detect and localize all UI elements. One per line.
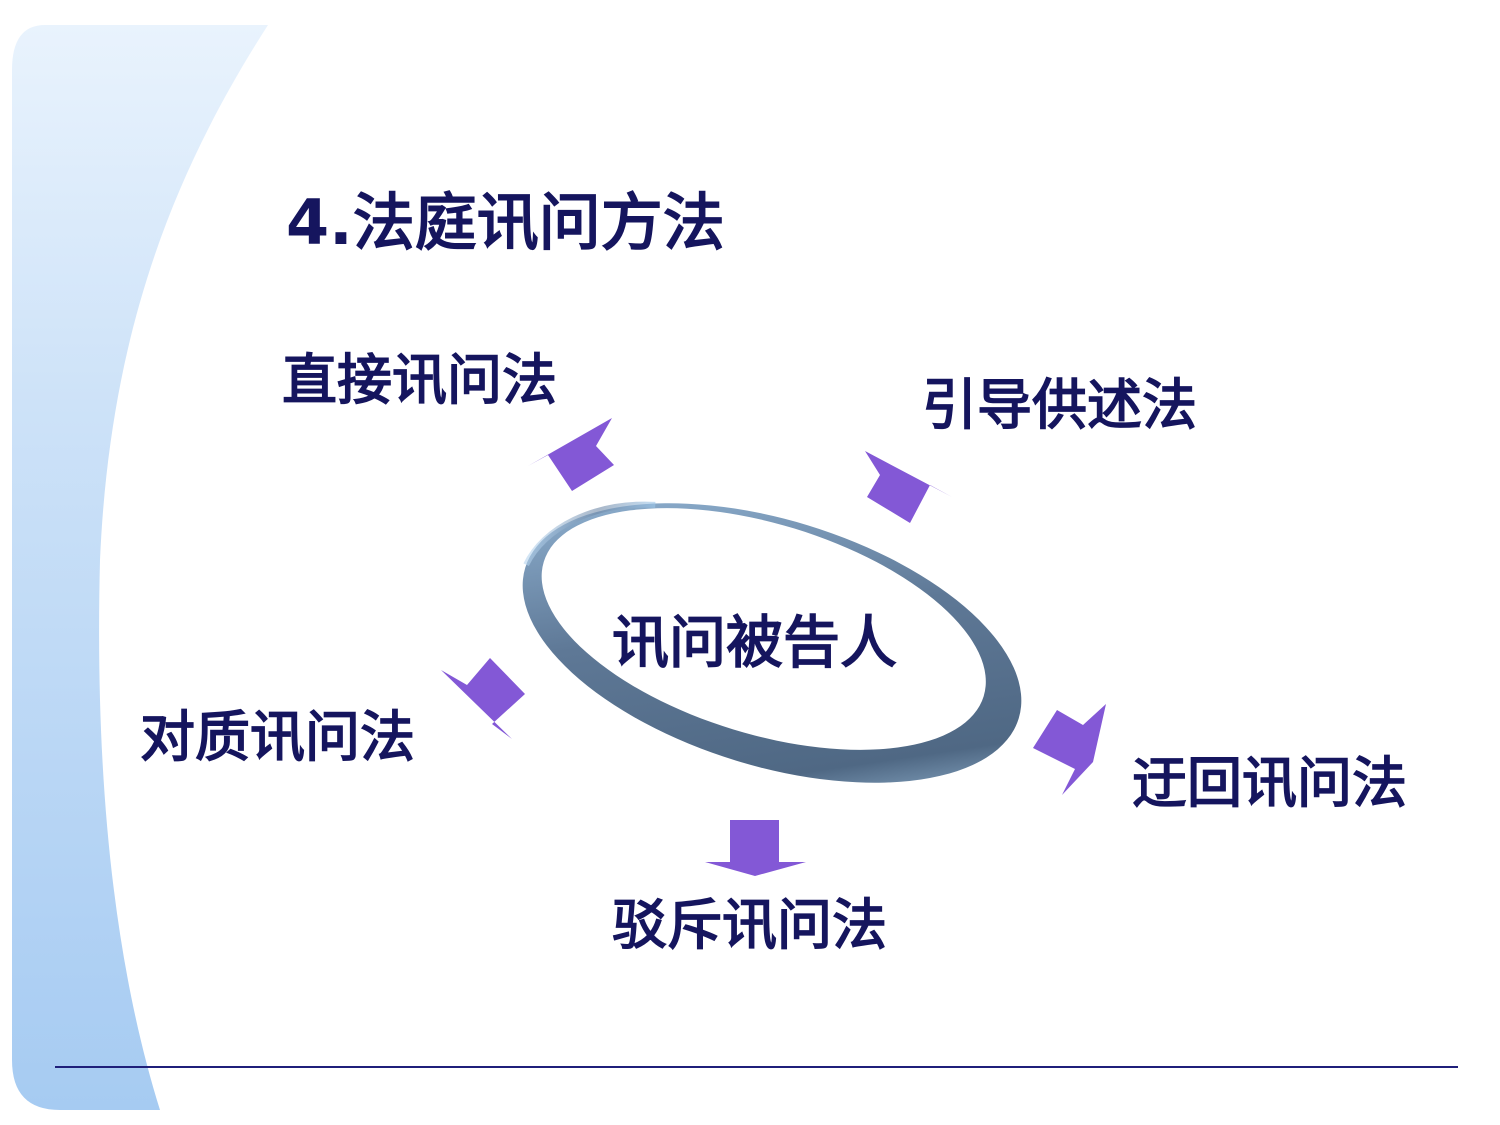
arrow-to-direct (528, 418, 614, 491)
method-guide: 引导供述法 (922, 373, 1198, 437)
arrow-to-guide (865, 451, 952, 523)
method-roundabout: 迂回讯问法 (1132, 751, 1408, 815)
arrow-to-confront (441, 658, 525, 739)
arrow-to-roundabout (1033, 704, 1106, 795)
method-confront: 对质讯问法 (140, 705, 416, 769)
center-label: 讯问被告人 (612, 610, 897, 676)
method-direct: 直接讯问法 (282, 348, 558, 412)
arrow-to-refute (705, 820, 806, 876)
decorative-band (12, 25, 268, 1110)
center-ring (522, 501, 1022, 783)
method-refute: 驳斥讯问法 (612, 893, 888, 957)
slide-title: 4.法庭讯问方法 (286, 186, 725, 259)
